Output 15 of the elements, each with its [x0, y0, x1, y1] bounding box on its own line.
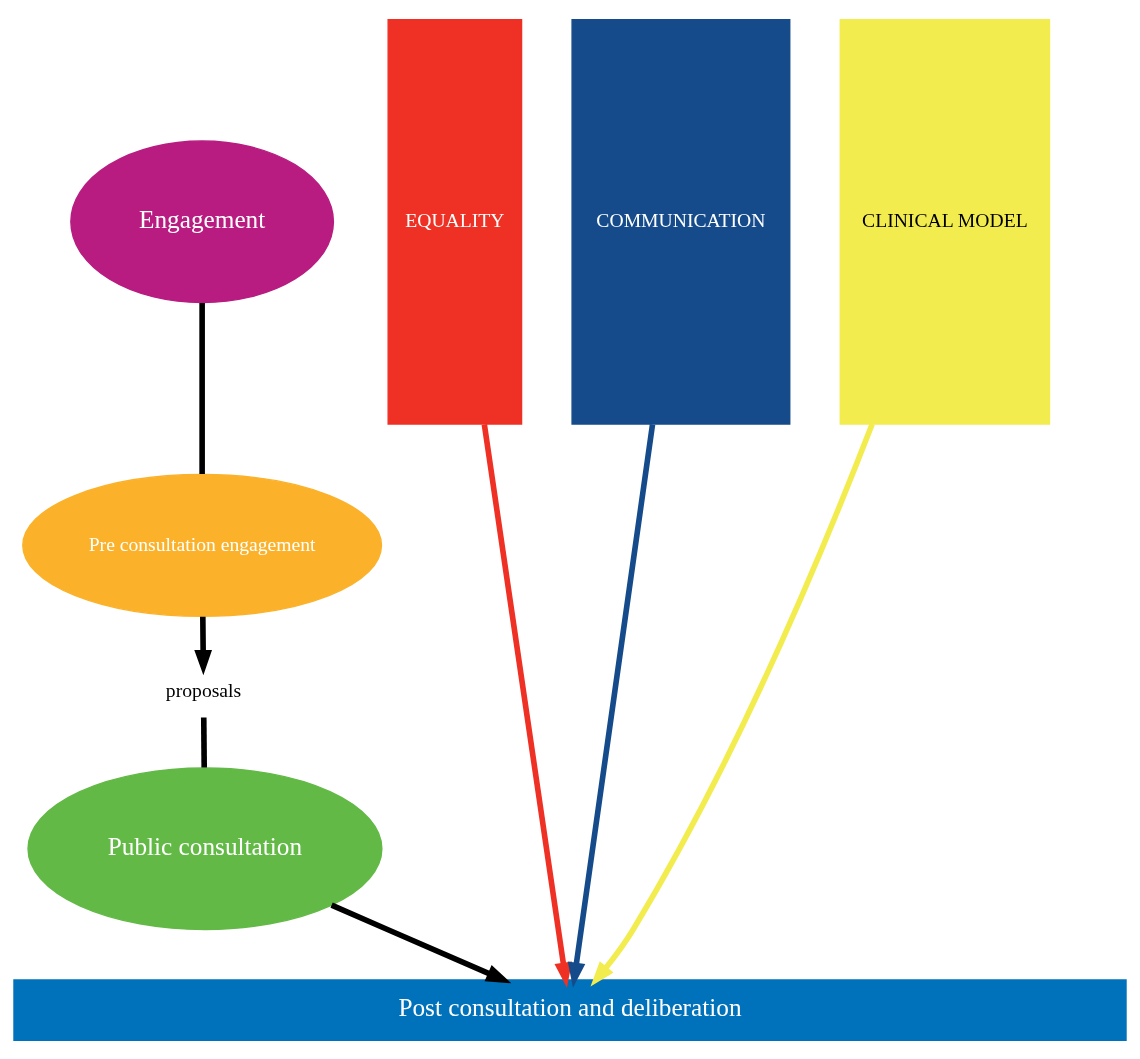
arrow: [330, 902, 512, 983]
node-box: Post consultation and deliberation: [13, 978, 1127, 1041]
arrow: [567, 423, 656, 988]
connector: [199, 302, 205, 474]
node-ellipse: Engagement: [70, 139, 335, 303]
connector: [200, 717, 207, 768]
arrow: [481, 423, 573, 988]
arrow: [194, 616, 212, 675]
node-box: EQUALITY: [387, 18, 523, 425]
arrow: [590, 422, 875, 987]
node-box: CLINICAL MODEL: [839, 18, 1051, 425]
node-text: proposals: [165, 678, 242, 701]
node-box: COMMUNICATION: [571, 18, 791, 425]
node-ellipse: Public consultation: [27, 766, 383, 930]
node-ellipse: Pre consultation engagement: [22, 473, 383, 617]
